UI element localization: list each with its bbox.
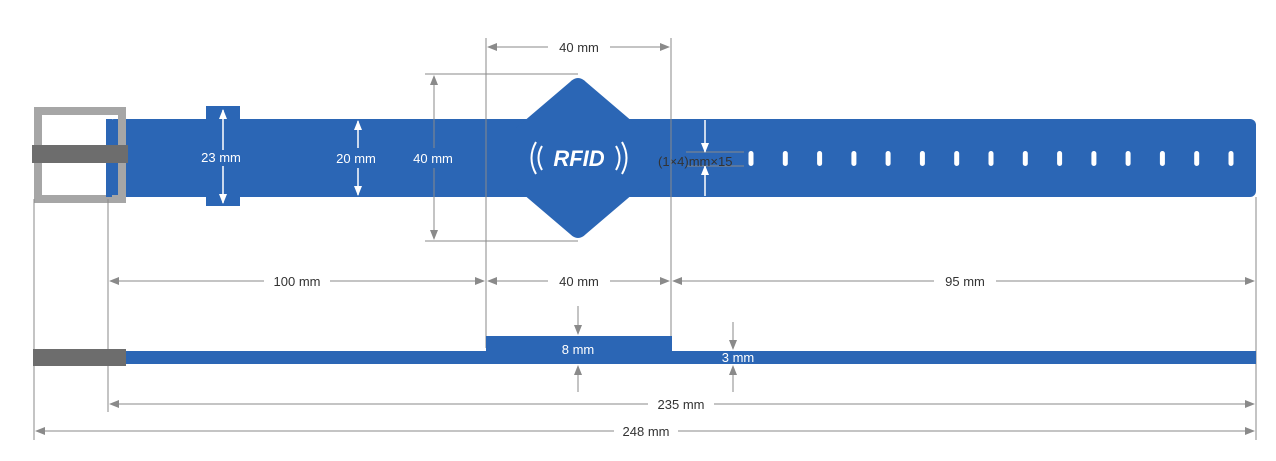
buckle-side-view (33, 349, 126, 366)
rfid-logo: RFID (530, 141, 628, 175)
rfid-wave-icon (530, 141, 537, 175)
band-thickness-label: 3 mm (722, 350, 755, 365)
adjustment-hole (1228, 151, 1234, 166)
rfid-wave-icon (621, 141, 628, 175)
head-thickness-label: 8 mm (562, 342, 595, 357)
adjustment-hole (1057, 151, 1063, 166)
rfid-head (516, 78, 640, 238)
adjustment-hole (988, 151, 994, 166)
head-side-view (486, 336, 672, 364)
rfid-wave-icon (537, 145, 543, 171)
band-length-label: 235 mm (658, 397, 705, 412)
adjustment-hole (817, 151, 823, 166)
adjustment-hole (1022, 151, 1028, 166)
rfid-wave-icon (615, 145, 621, 171)
adjustment-hole (1159, 151, 1165, 166)
adjustment-hole (748, 151, 754, 166)
adjustment-hole (885, 151, 891, 166)
adjustment-hole (1194, 151, 1200, 166)
total-length-label: 248 mm (623, 424, 670, 439)
band-width-label: 20 mm (336, 151, 376, 166)
adjustment-hole (919, 151, 925, 166)
adjustment-hole (782, 151, 788, 166)
top-width-label: 40 mm (559, 40, 599, 55)
adjustment-hole (851, 151, 857, 166)
head-height-label: 40 mm (413, 151, 453, 166)
adjustment-hole (1091, 151, 1097, 166)
adjustment-hole (954, 151, 960, 166)
loop-width-label: 23 mm (201, 150, 241, 165)
band-top-view (108, 119, 1256, 197)
right-length-label: 95 mm (945, 274, 985, 289)
head-length-label: 40 mm (559, 274, 599, 289)
buckle-icon (32, 107, 128, 203)
adjustment-hole (1125, 151, 1131, 166)
rfid-text: RFID (553, 146, 604, 171)
left-length-label: 100 mm (274, 274, 321, 289)
hole-spec-label: (1×4)mm×15 (658, 154, 732, 169)
adjustment-holes (748, 151, 1234, 166)
band-side-view (126, 351, 1256, 364)
